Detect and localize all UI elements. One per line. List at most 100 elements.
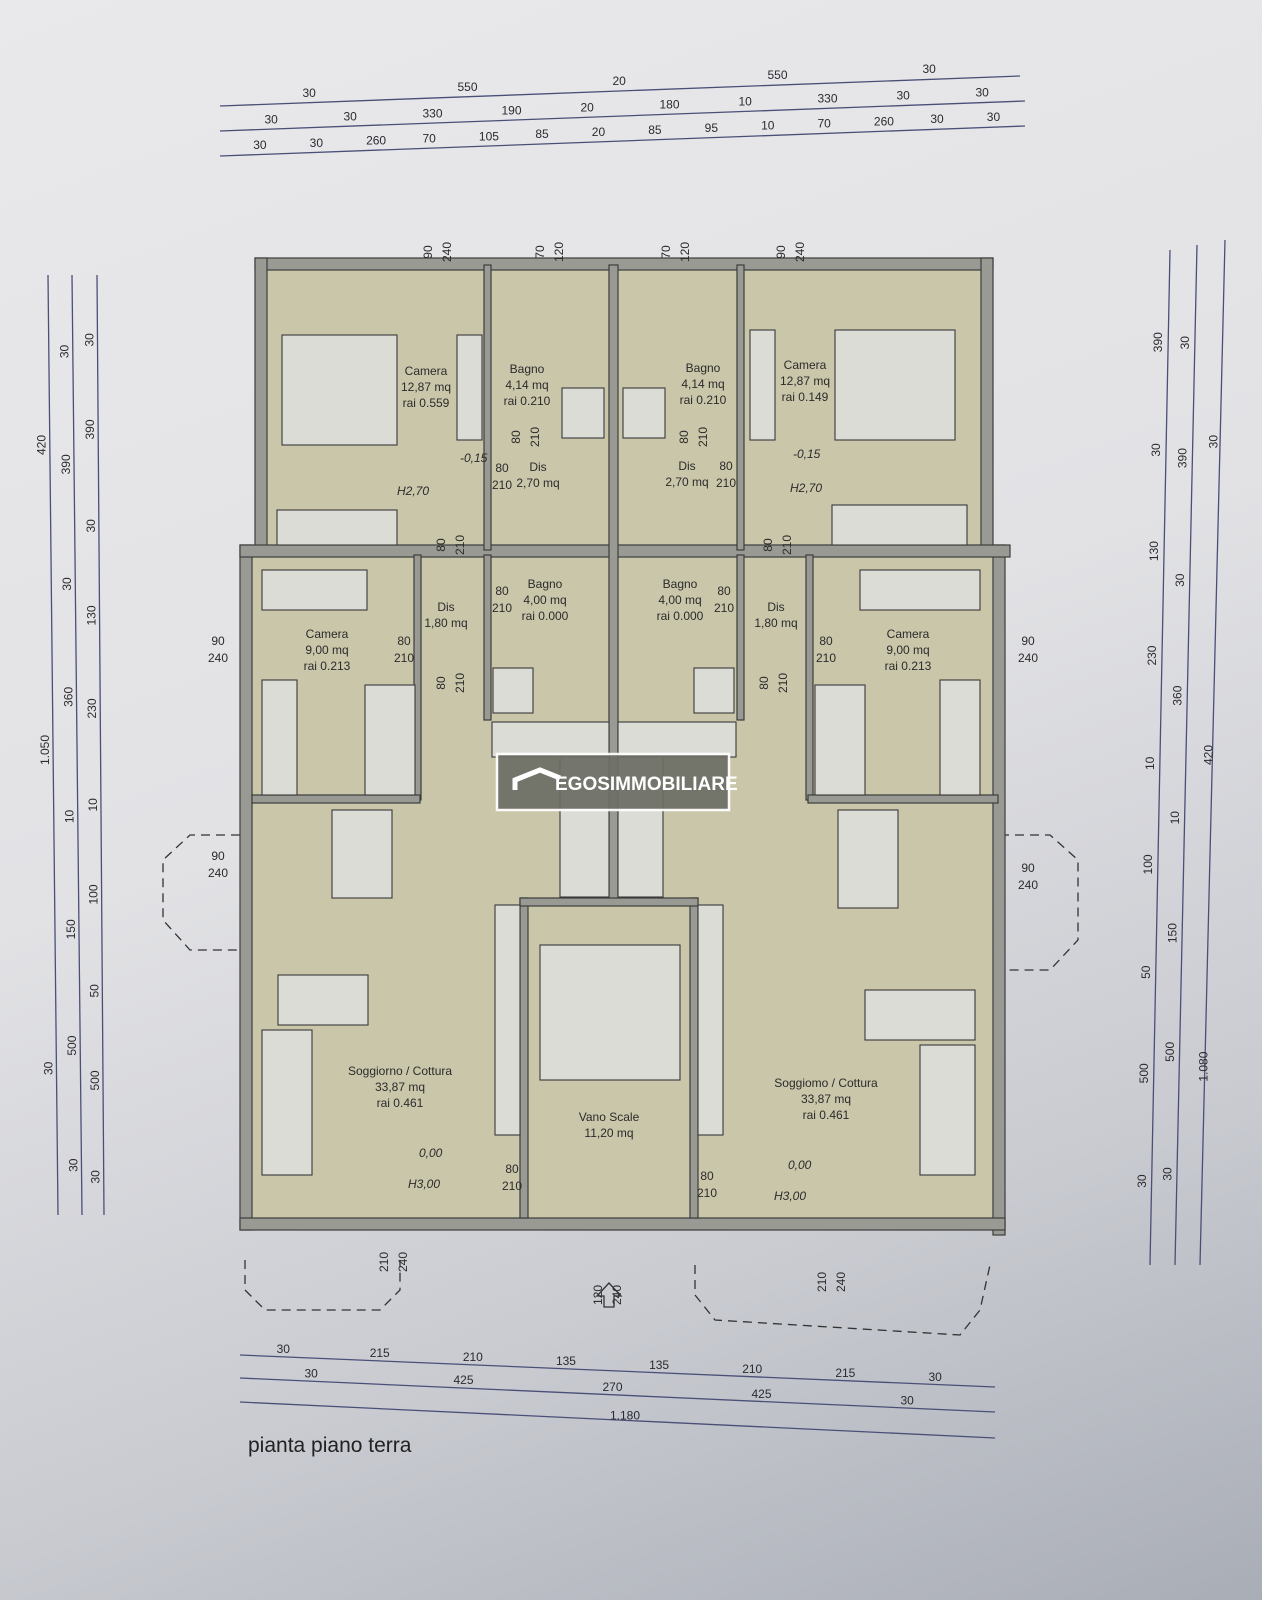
dimension-value: 30: [987, 110, 1001, 124]
room-area: 1,80 mq: [754, 616, 797, 630]
opening-height: 240: [1018, 878, 1038, 892]
opening-height: 210: [394, 651, 414, 665]
room-rai: rai 0.000: [657, 609, 704, 623]
level-label: -0,15: [793, 447, 821, 461]
watermark-logo: EGOSIMMOBILIARE: [495, 752, 738, 812]
walls: [239, 257, 1011, 1236]
sofa: [919, 1044, 976, 1176]
opening-height: 120: [552, 242, 566, 262]
room-rai: rai 0.461: [377, 1096, 424, 1110]
opening-height: 210: [492, 601, 512, 615]
room-name: Dis: [437, 600, 454, 614]
opening-height: 240: [1018, 651, 1038, 665]
room-area: 9,00 mq: [305, 643, 348, 657]
dimension-value: 30: [253, 138, 267, 152]
sofa: [864, 989, 976, 1041]
opening-height: 240: [793, 242, 807, 262]
opening-height: 210: [453, 535, 467, 555]
wardrobe: [261, 569, 368, 611]
dimension-value: 20: [592, 125, 606, 139]
opening-height: 210: [776, 673, 790, 693]
dimension-value: 150: [64, 919, 78, 939]
dimension-value: 215: [835, 1366, 855, 1380]
shower: [492, 667, 534, 714]
room-area: 1,80 mq: [424, 616, 467, 630]
dimension-value: 30: [1160, 1167, 1174, 1181]
cabinet: [697, 904, 724, 1136]
dimension-value: 70: [818, 117, 832, 131]
stairs: [539, 944, 681, 1081]
bed: [281, 334, 398, 446]
dimension-value: 215: [370, 1346, 390, 1360]
room-rai: rai 0.210: [680, 393, 727, 407]
level-label: 0,00: [419, 1146, 443, 1160]
level-label: H3,00: [774, 1189, 806, 1203]
dimension-value: 30: [976, 86, 990, 100]
opening-width: 70: [659, 245, 673, 259]
opening-width: 80: [700, 1169, 714, 1183]
dimension-value: 95: [705, 121, 719, 135]
opening-height: 210: [453, 673, 467, 693]
room-area: 2,70 mq: [516, 476, 559, 490]
opening-width: 80: [509, 430, 523, 444]
room-name: Bagno: [686, 361, 721, 375]
dimension-value: 180: [660, 98, 680, 112]
opening-width: 80: [495, 461, 509, 475]
bed: [834, 329, 956, 441]
opening-width: 70: [533, 245, 547, 259]
dimension-value: 230: [1145, 645, 1159, 665]
dimension-value: 420: [35, 435, 49, 455]
desk: [939, 679, 981, 796]
opening-width: 90: [211, 634, 225, 648]
shower: [561, 387, 605, 439]
dimension-value: 500: [65, 1035, 79, 1055]
dimension-value: 330: [423, 107, 443, 121]
level-label: H2,70: [790, 481, 822, 495]
dimension-value: 390: [59, 454, 73, 474]
dimension-value: 85: [648, 123, 662, 137]
opening-width: 90: [1021, 861, 1035, 875]
dimension-value: 30: [923, 62, 937, 76]
wardrobe: [749, 329, 776, 441]
opening-width: 210: [815, 1272, 829, 1292]
opening-height: 210: [528, 427, 542, 447]
dimension-value: 30: [60, 577, 74, 591]
dimension-value: 425: [454, 1373, 474, 1387]
room-area: 12,87 mq: [401, 380, 451, 394]
room-area: 4,00 mq: [658, 593, 701, 607]
dimension-value: 30: [265, 113, 279, 127]
wardrobe: [831, 504, 968, 546]
dimension-value: 190: [502, 104, 522, 118]
room-name: Camera: [784, 358, 827, 372]
dimension-value: 30: [305, 1366, 319, 1380]
dimension-value: 30: [277, 1342, 291, 1356]
dimension-value: 500: [1137, 1063, 1151, 1083]
level-label: 0,00: [788, 1158, 812, 1172]
opening-height: 240: [834, 1272, 848, 1292]
shower: [693, 667, 735, 714]
opening-height: 210: [502, 1179, 522, 1193]
dimension-value: 360: [1170, 685, 1184, 705]
dimension-value: 420: [1202, 745, 1216, 765]
opening-height: 210: [780, 535, 794, 555]
dimension-value: 270: [603, 1380, 623, 1394]
dimension-value: 130: [84, 605, 98, 625]
dimension-value: 135: [649, 1358, 669, 1372]
room-name: Camera: [887, 627, 930, 641]
room-area: 11,20 mq: [584, 1126, 633, 1140]
dimension-value: 30: [928, 1370, 942, 1384]
room-name: Camera: [306, 627, 349, 641]
bed: [814, 684, 866, 796]
dimension-value: 30: [1173, 573, 1187, 587]
opening-width: 80: [434, 538, 448, 552]
room-name: Dis: [529, 460, 546, 474]
dimension-value: 550: [458, 80, 478, 94]
room-area: 2,70 mq: [665, 475, 708, 489]
dimension-value: 30: [1207, 435, 1221, 449]
dimension-value: 500: [88, 1070, 102, 1090]
dimension-value: 210: [742, 1362, 762, 1376]
level-label: H2,70: [397, 484, 429, 498]
dimension-value: 20: [613, 74, 627, 88]
dimension-value: 30: [84, 519, 98, 533]
